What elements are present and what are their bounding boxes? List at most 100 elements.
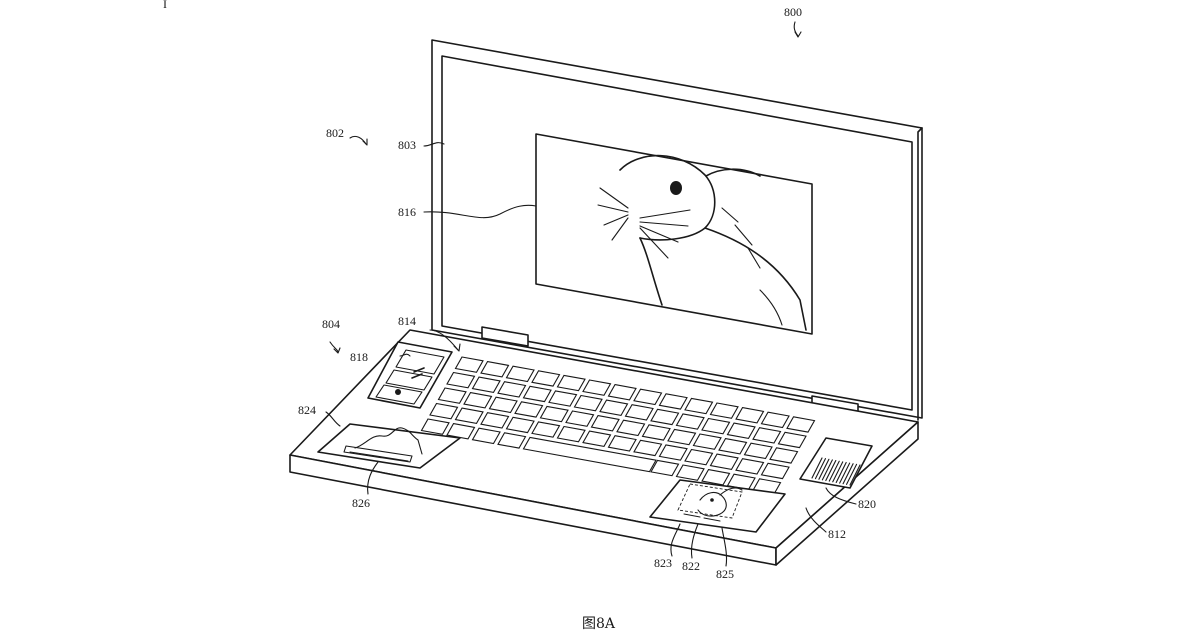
- keyboard-key: [437, 387, 467, 404]
- keyboard-key: [752, 427, 782, 444]
- keyboard-key: [463, 391, 493, 409]
- screen-image-816: [535, 133, 813, 335]
- keyboard-key: [624, 404, 654, 421]
- keyboard-key: [650, 408, 680, 426]
- side-display-820: [799, 437, 873, 489]
- label-826: 826: [352, 496, 370, 510]
- keyboard-key: [786, 416, 816, 433]
- keyboard-key: [718, 437, 748, 455]
- keyboard-key: [454, 356, 484, 373]
- keyboard-key: [522, 436, 657, 473]
- keyboard-key: [565, 410, 595, 427]
- keyboard-key: [531, 421, 561, 438]
- label-823: 823: [654, 556, 672, 570]
- keyboard-key: [675, 464, 705, 481]
- keyboard-key: [488, 396, 518, 414]
- keyboard-key: [701, 468, 731, 486]
- keyboard-key: [548, 390, 578, 407]
- keyboard-key: [684, 448, 714, 466]
- keyboard-key: [480, 360, 510, 378]
- label-824: 824: [298, 403, 316, 417]
- keyboard: [420, 356, 816, 495]
- keyboard-key: [709, 453, 739, 471]
- side-display-tick: [839, 462, 851, 484]
- side-display-tick: [849, 464, 861, 486]
- keyboard-key: [582, 430, 612, 448]
- side-display-tick: [845, 463, 858, 485]
- leader-lines: [325, 21, 857, 567]
- trackpad-822: [649, 479, 786, 533]
- keyboard-key: [743, 442, 773, 460]
- side-display-tick: [832, 461, 844, 483]
- side-display-ticks: [811, 457, 861, 486]
- label-814: 814: [398, 314, 416, 328]
- keyboard-key: [667, 428, 697, 446]
- keyboard-key: [497, 432, 527, 449]
- keyboard-key: [539, 405, 569, 423]
- side-display-tick: [814, 458, 827, 480]
- keyboard-key: [607, 435, 637, 452]
- keyboard-key: [522, 385, 552, 403]
- rabbit-illustration: [597, 154, 807, 331]
- label-804: 804: [322, 317, 340, 331]
- keyboard-key: [701, 417, 731, 435]
- keyboard-key: [420, 418, 450, 435]
- reference-labels: I 800 802 803 816 804 814 818 824 826 82…: [163, 0, 876, 632]
- keyboard-key: [769, 447, 799, 464]
- keyboard-key: [429, 402, 459, 420]
- label-812: 812: [828, 527, 846, 541]
- keyboard-key: [726, 422, 756, 440]
- keyboard-key: [735, 406, 765, 424]
- keyboard-key: [505, 365, 535, 383]
- side-display-tick: [818, 458, 830, 480]
- keyboard-key: [633, 439, 663, 457]
- side-display-tick: [828, 460, 840, 482]
- keyboard-key: [446, 371, 476, 389]
- keyboard-key: [497, 381, 527, 398]
- label-818: 818: [350, 350, 368, 364]
- keyboard-key: [573, 394, 603, 412]
- keyboard-key: [531, 370, 561, 387]
- keyboard-key: [471, 376, 501, 394]
- side-display-tick: [842, 463, 854, 485]
- label-802: 802: [326, 126, 344, 140]
- keyboard-key: [556, 374, 586, 392]
- touch-panel-818: [367, 341, 453, 409]
- keyboard-key: [633, 388, 663, 406]
- keyboard-key: [599, 399, 629, 417]
- side-display-tick: [811, 457, 823, 479]
- side-display-tick: [821, 459, 833, 481]
- keyboard-key: [641, 424, 671, 441]
- keyboard-key: [760, 462, 790, 480]
- label-816: 816: [398, 205, 416, 219]
- keyboard-key: [760, 411, 790, 429]
- keyboard-key: [692, 433, 722, 450]
- label-822: 822: [682, 559, 700, 573]
- keyboard-key: [658, 393, 688, 410]
- keyboard-key: [607, 383, 637, 401]
- label-800: 800: [784, 5, 802, 19]
- keyboard-key: [777, 431, 807, 449]
- keyboard-key: [684, 397, 714, 415]
- keyboard-key: [582, 379, 612, 396]
- keyboard-key: [650, 459, 680, 477]
- figure-caption: 图8A: [582, 616, 616, 632]
- keyboard-key: [446, 422, 476, 440]
- keyboard-key: [480, 412, 510, 429]
- keyboard-key: [471, 427, 501, 445]
- keyboard-key: [556, 425, 586, 443]
- keyboard-key: [590, 414, 620, 432]
- stray-mark: I: [163, 0, 167, 11]
- keyboard-key: [514, 401, 544, 418]
- label-825: 825: [716, 567, 734, 581]
- label-820: 820: [858, 497, 876, 511]
- side-display-tick: [825, 459, 837, 482]
- label-803: 803: [398, 138, 416, 152]
- keyboard-key: [675, 413, 705, 430]
- side-display-tick: [835, 461, 847, 484]
- keyboard-key: [709, 402, 739, 419]
- keyboard-key: [616, 419, 646, 437]
- keyboard-key: [454, 407, 484, 425]
